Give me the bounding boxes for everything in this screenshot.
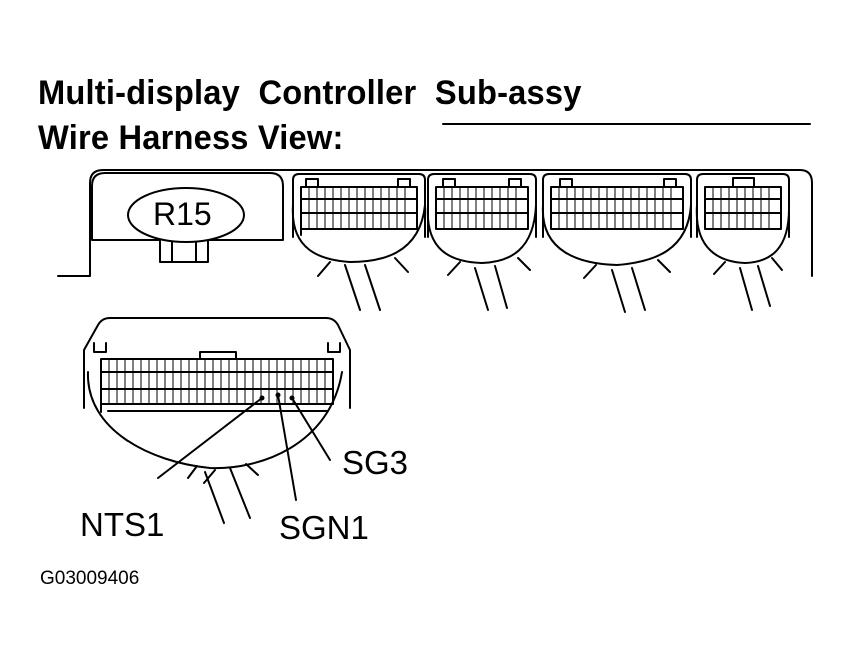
sgn1-leader [277, 394, 297, 501]
r15-housing [91, 172, 284, 263]
sg3-leader [291, 397, 331, 461]
terminal-label-nts1: NTS1 [80, 506, 165, 543]
r15-callout-ellipse [127, 187, 245, 243]
connector-1 [291, 173, 426, 311]
connector-label-r15: R15 [153, 196, 212, 232]
connector-3 [541, 173, 692, 313]
connector-4 [695, 173, 791, 311]
nts1-leader [157, 397, 263, 479]
connector-2 [426, 173, 537, 311]
controller-body [57, 169, 813, 277]
title-line-1: Multi-display Controller Sub-assy [38, 74, 582, 112]
r15-connector-enlarged [83, 317, 351, 524]
terminal-label-sgn1: SGN1 [279, 509, 369, 546]
terminal-label-sg3: SG3 [342, 444, 409, 481]
figure-code: G03009406 [40, 568, 140, 589]
title-line-2: Wire Harness View: [38, 119, 344, 157]
